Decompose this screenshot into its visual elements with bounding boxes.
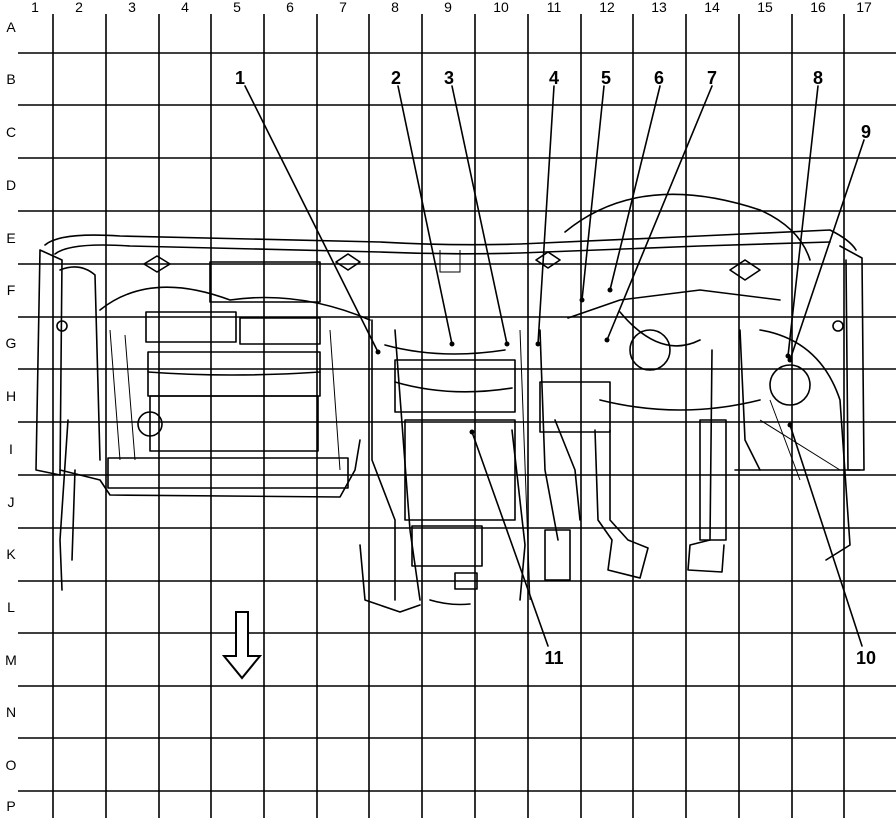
row-label: L [7, 599, 15, 615]
leader-dot-10 [787, 422, 793, 428]
row-label: G [6, 335, 17, 351]
callout-9: 9 [861, 122, 871, 142]
leader-dot-3 [504, 341, 510, 347]
callout-10: 10 [856, 648, 876, 668]
row-label: K [6, 546, 16, 562]
row-label: M [5, 652, 17, 668]
row-label: F [7, 282, 16, 298]
leader-line-7 [606, 85, 713, 341]
leader-line-8 [787, 85, 819, 357]
column-label: 11 [547, 0, 562, 15]
leader-dot-6 [607, 287, 613, 293]
row-label: I [9, 441, 13, 457]
column-label: 13 [651, 0, 667, 15]
column-label: 3 [128, 0, 136, 15]
column-label: 14 [704, 0, 720, 15]
column-label: 5 [233, 0, 241, 15]
column-label: 10 [493, 0, 509, 15]
row-label: O [6, 757, 17, 773]
leader-dot-7 [604, 337, 610, 343]
column-label: 4 [181, 0, 189, 15]
callout-labels: 1 2 3 4 5 6 7 8 9 10 11 [235, 68, 876, 668]
down-arrow-icon [221, 611, 263, 680]
leader-line-6 [609, 85, 661, 291]
row-label: P [6, 798, 15, 814]
column-label: 16 [810, 0, 826, 15]
leader-line-4 [537, 85, 555, 345]
callout-1: 1 [235, 68, 245, 88]
callout-11: 11 [544, 648, 563, 668]
row-label: A [6, 19, 16, 35]
leader-line-1 [244, 85, 379, 353]
leader-line-3 [451, 85, 508, 345]
callout-8: 8 [813, 68, 823, 88]
row-label: D [6, 177, 16, 193]
callout-2: 2 [391, 68, 401, 88]
callout-4: 4 [549, 68, 559, 88]
leader-line-10 [789, 424, 863, 647]
leader-dot-9 [787, 357, 793, 363]
callout-3: 3 [444, 68, 454, 88]
callout-7: 7 [707, 68, 717, 88]
reference-grid [18, 14, 896, 818]
leader-dot-4 [535, 341, 541, 347]
column-label: 9 [444, 0, 452, 15]
row-label: H [6, 388, 16, 404]
column-label: 17 [856, 0, 872, 15]
leader-dot-8 [785, 353, 791, 359]
leader-lines [244, 85, 865, 647]
row-label: E [6, 230, 15, 246]
column-label: 7 [339, 0, 347, 15]
leader-line-11 [471, 431, 549, 647]
column-label: 8 [391, 0, 399, 15]
column-label: 1 [31, 0, 39, 15]
column-label: 6 [286, 0, 294, 15]
row-label: N [6, 704, 16, 720]
column-headers: 1 2 3 4 5 6 7 8 9 10 11 12 13 14 15 16 1… [31, 0, 872, 15]
leader-dot-11 [469, 429, 475, 435]
leader-dot-1 [375, 349, 381, 355]
leader-line-5 [581, 85, 605, 301]
row-headers: A B C D E F G H I J K L M N O P [5, 19, 17, 814]
column-label: 2 [75, 0, 83, 15]
column-label: 12 [599, 0, 615, 15]
leader-line-2 [397, 85, 453, 345]
leader-line-9 [789, 139, 865, 361]
leader-dot-5 [579, 297, 585, 303]
row-label: C [6, 124, 16, 140]
callout-5: 5 [601, 68, 611, 88]
column-label: 15 [757, 0, 773, 15]
callout-6: 6 [654, 68, 664, 88]
row-label: B [6, 71, 15, 87]
instrument-panel-drawing [35, 193, 865, 613]
leader-dot-2 [449, 341, 455, 347]
row-label: J [8, 494, 15, 510]
